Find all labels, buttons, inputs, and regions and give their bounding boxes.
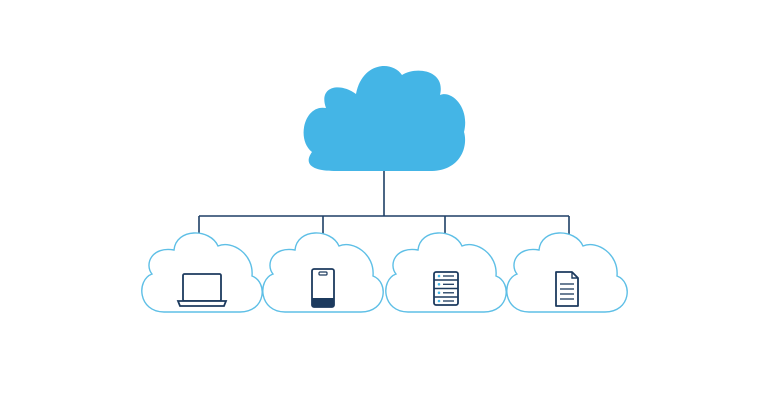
root-cloud-icon [303, 65, 466, 171]
connector-lines [198, 171, 570, 248]
child-cloud-server [385, 232, 507, 313]
laptop-icon [176, 273, 228, 307]
child-cloud-laptop [141, 232, 263, 313]
child-cloud-smartphone [262, 232, 384, 313]
document-icon [555, 271, 579, 307]
child-cloud-document [506, 232, 628, 313]
server-icon [433, 271, 459, 306]
smartphone-icon [311, 268, 335, 308]
